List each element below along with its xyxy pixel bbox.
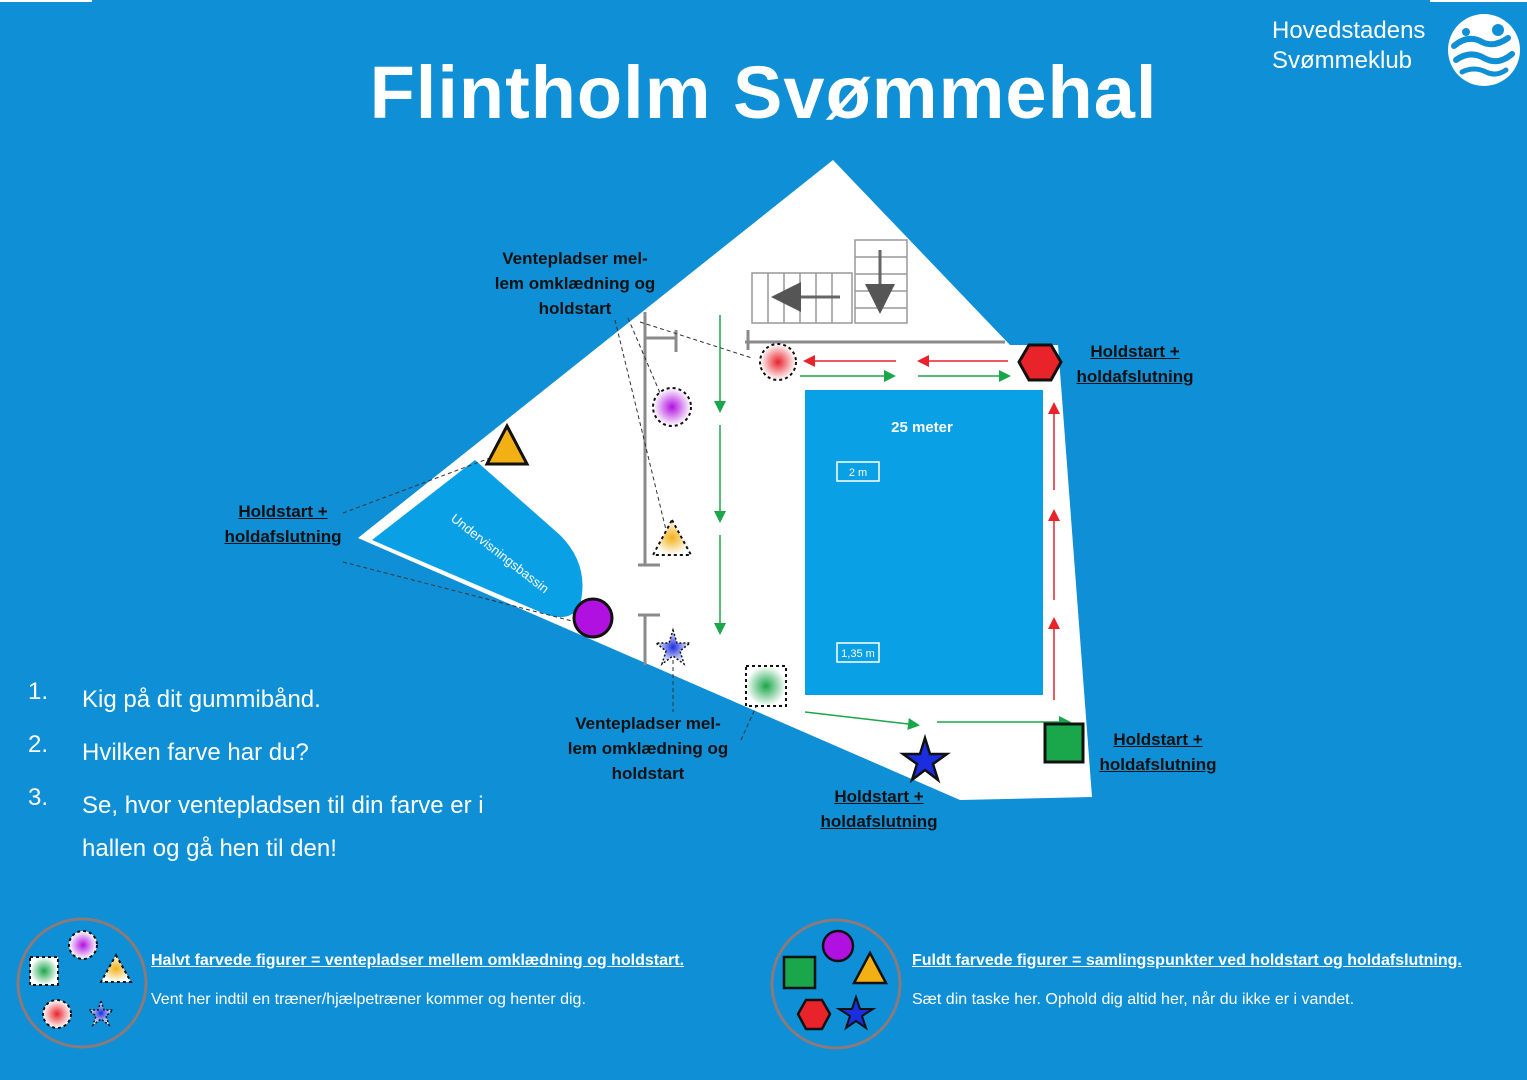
- club-logo-line2: Svømmeklub: [1272, 47, 1413, 74]
- club-logo-line1: Hovedstadens: [1272, 17, 1426, 44]
- meeting-point-orange-triangle: [484, 422, 530, 466]
- label-holdstart-orange: Holdstart + holdafslutning: [203, 499, 363, 549]
- legend-half-red-circle: [42, 999, 72, 1029]
- label-holdstart-red: Holdstart + holdafslutning: [1055, 339, 1215, 389]
- legend-half-orange-triangle: [99, 952, 133, 983]
- meeting-point-red-hexagon: [1017, 343, 1063, 382]
- meeting-point-green-square: [1043, 722, 1085, 764]
- legend-full-red-hexagon: [796, 998, 832, 1031]
- label-waiting-top-line2: lem omklædning og: [494, 274, 656, 293]
- label-holdstart-orange-line2: holdafslutning: [224, 527, 342, 546]
- legend-half-green-square: [29, 956, 59, 986]
- label-holdstart-blue: Holdstart + holdafslutning: [799, 784, 959, 834]
- label-waiting-top-line1: Ventepladser mel-: [502, 249, 648, 268]
- instruction-number: 3.: [28, 784, 49, 811]
- legend-half-symbols: [16, 917, 148, 1049]
- legend-full-text: Sæt din taske her. Ophold dig altid her,…: [912, 991, 1355, 1008]
- legend-full-title: Fuldt farvede figurer = samlingspunkter …: [912, 952, 1462, 969]
- legend-full-purple-circle: [821, 929, 855, 963]
- label-waiting-top-line3: holdstart: [538, 299, 612, 318]
- club-logo: Hovedstadens Svømmeklub: [1266, 12, 1526, 92]
- meeting-point-blue-star: [899, 733, 951, 784]
- instruction-number: 2.: [28, 731, 49, 758]
- top-divider-left: [0, 0, 92, 2]
- legend-half-purple-circle: [68, 930, 98, 960]
- label-holdstart-orange-line1: Holdstart +: [238, 502, 328, 521]
- label-holdstart-red-line2: holdafslutning: [1076, 367, 1194, 386]
- page-title: Flintholm Svømmehal: [369, 51, 1158, 134]
- label-holdstart-green-line1: Holdstart +: [1113, 730, 1203, 749]
- legend-full-blue-star: [835, 993, 877, 1031]
- label-waiting-bottom: Ventepladser mel- lem omklædning og hold…: [543, 711, 753, 786]
- instruction-text: Kig på dit gummibånd.: [82, 686, 321, 713]
- depth-sign-shallow: [836, 461, 880, 482]
- label-holdstart-blue-line2: holdafslutning: [820, 812, 938, 831]
- top-divider-right: [1430, 0, 1527, 2]
- instruction-text: Se, hvor ventepladsen til din farve er i…: [82, 792, 484, 862]
- pool-length-label: 25 meter: [891, 419, 953, 436]
- legend-full-green-square: [782, 955, 817, 990]
- depth-label-deep: 1,35 m: [841, 648, 875, 660]
- swimmer-logo-icon: [1448, 14, 1520, 86]
- instruction-text: Hvilken farve har du?: [82, 739, 309, 766]
- route-arrows: [714, 315, 1071, 730]
- depth-sign-deep: [836, 642, 880, 663]
- label-waiting-bottom-line2: lem omklædning og: [567, 739, 729, 758]
- club-logo-text: Hovedstadens Svømmeklub: [1272, 16, 1425, 76]
- waiting-spot-green-square: [745, 665, 787, 707]
- waiting-spot-purple-circle: [652, 387, 692, 427]
- legend-half-blue-star: [86, 998, 116, 1028]
- instruction-number: 1.: [28, 678, 49, 705]
- label-holdstart-green-line2: holdafslutning: [1099, 755, 1217, 774]
- label-waiting-bottom-line1: Ventepladser mel-: [575, 714, 721, 733]
- label-waiting-bottom-line3: holdstart: [611, 764, 685, 783]
- waiting-spot-blue-star: [653, 627, 693, 666]
- legend-half-text: Vent her indtil en træner/hjælpetræner k…: [151, 991, 586, 1008]
- label-holdstart-blue-line1: Holdstart +: [834, 787, 924, 806]
- depth-label-shallow: 2 m: [849, 467, 867, 479]
- label-holdstart-green: Holdstart + holdafslutning: [1078, 727, 1238, 777]
- legend-half-title: Halvt farvede figurer = ventepladser mel…: [151, 952, 685, 969]
- label-waiting-top: Ventepladser mel- lem omklædning og hold…: [470, 246, 680, 321]
- waiting-spots: [651, 343, 797, 707]
- meeting-point-purple-circle: [572, 597, 614, 639]
- meeting-points: [484, 343, 1085, 784]
- stairs-icon: [751, 239, 908, 324]
- label-holdstart-red-line1: Holdstart +: [1090, 342, 1180, 361]
- waiting-spot-red-circle: [759, 343, 797, 381]
- waiting-spot-orange-triangle: [651, 517, 693, 556]
- legend-full-symbols: [770, 918, 902, 1050]
- legend-full-orange-triangle: [851, 950, 889, 985]
- main-pool: 25 meter 2 m 1,35 m: [805, 390, 1043, 695]
